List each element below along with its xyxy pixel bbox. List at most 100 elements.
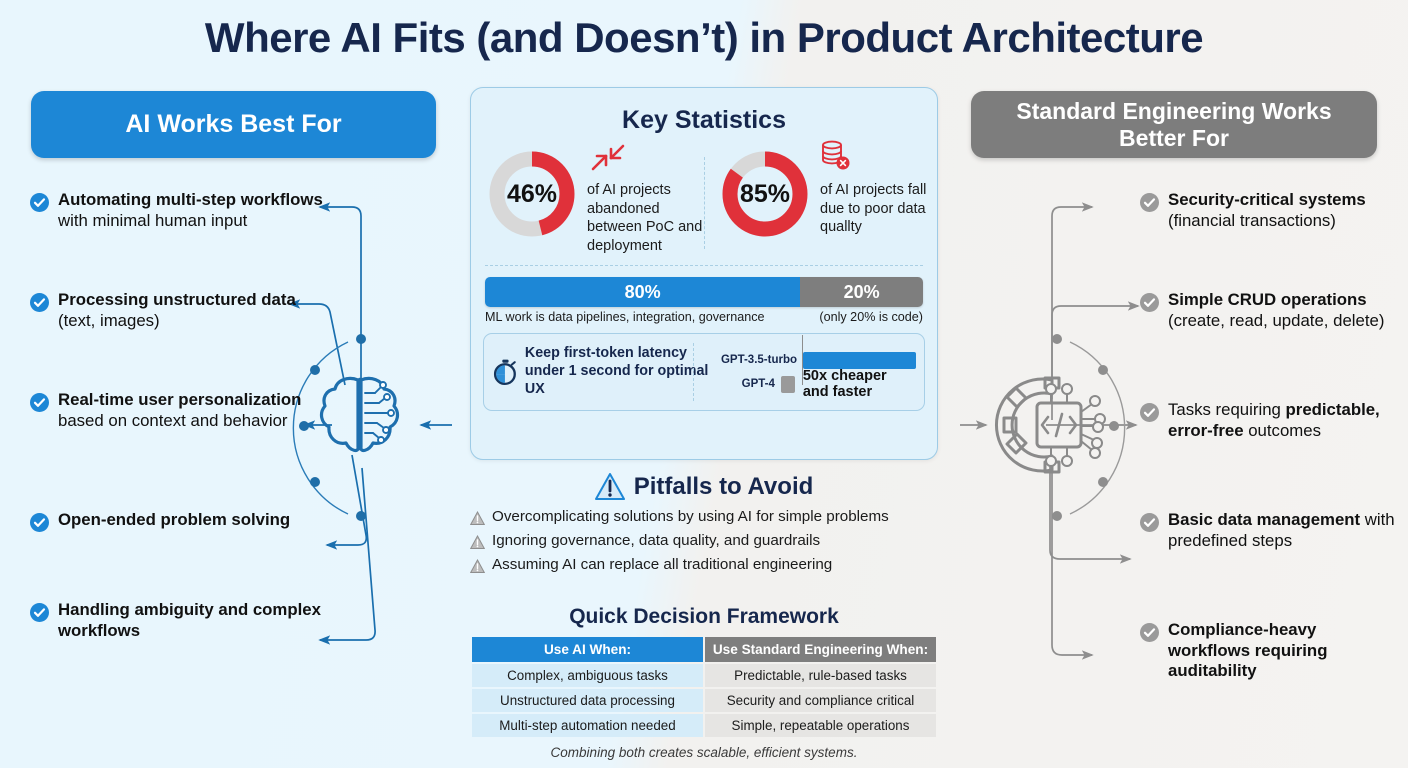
pitfalls-list: Overcomplicating solutions by using AI f… (470, 508, 938, 574)
pitfalls-section: Pitfalls to Avoid Overcomplicating solut… (470, 472, 938, 574)
list-item-label: Security-critical systems (financial tra… (1168, 190, 1366, 230)
page-title: Where AI Fits (and Doesn’t) in Product A… (204, 14, 1204, 61)
donut-chart-46: 46% (485, 147, 579, 241)
pitfall-text: Ignoring governance, data quality, and g… (492, 532, 821, 549)
model-note: 50x cheaper and faster (802, 367, 887, 401)
list-item[interactable]: Tasks requiring predictable, error-free … (1140, 400, 1402, 441)
left-column-header: AI Works Best For (31, 91, 436, 158)
split-bar-left-label: 80% (485, 277, 801, 308)
pitfalls-title: Pitfalls to Avoid (633, 473, 814, 500)
list-item-label: Real-time user personalization based on … (58, 390, 302, 430)
list-item[interactable]: Compliance-heavy workflows requiring aud… (1140, 620, 1402, 682)
latency-text: Keep first-token latency under 1 second … (524, 345, 709, 398)
stat-card-0: 46% of AI projects abandoned between PoC… (471, 144, 704, 255)
list-item-label: Processing unstructured data (text, imag… (58, 290, 296, 330)
list-item[interactable]: Simple CRUD operations (create, read, up… (1140, 290, 1402, 331)
database-error-icon (822, 140, 850, 170)
table-cell-std: Predictable, rule-based tasks (705, 664, 936, 687)
decision-framework-section: Quick Decision Framework Use AI When: Us… (470, 605, 938, 739)
stats-row: 46% of AI projects abandoned between PoC… (471, 140, 937, 255)
model-row-1: GPT-4 50x cheaper and faster (718, 368, 916, 401)
list-item[interactable]: Security-critical systems (financial tra… (1140, 190, 1402, 231)
standard-engineering-gear-icon (982, 330, 1132, 526)
table-header-ai: Use AI When: (472, 637, 703, 662)
right-column-header: Standard Engineering Works Better For (971, 91, 1377, 158)
model-comparison: GPT-3.5-turbo GPT-4 50x cheaper and fast… (718, 335, 916, 401)
pitfall-item: Assuming AI can replace all traditional … (470, 556, 938, 574)
check-circle-icon (1140, 623, 1159, 642)
stopwatch-icon (493, 359, 516, 386)
check-circle-icon (1140, 193, 1159, 212)
list-item[interactable]: Automating multi-step workflows with min… (30, 190, 330, 231)
ai-brain-icon (286, 330, 436, 526)
decision-framework-table: Use AI When: Use Standard Engineering Wh… (470, 635, 938, 739)
pitfall-item: Overcomplicating solutions by using AI f… (470, 508, 938, 526)
key-statistics-title: Key Statistics (622, 106, 786, 134)
list-item-label: Tasks requiring predictable, error-free … (1168, 400, 1380, 440)
donut-chart-85: 85% (718, 147, 812, 241)
warning-small-icon (470, 559, 485, 573)
list-item-label: Simple CRUD operations (create, read, up… (1168, 290, 1385, 330)
table-cell-std: Simple, repeatable operations (705, 714, 936, 737)
left-column-header-label: AI Works Best For (125, 110, 342, 139)
stat-text-1: of AI projects fall due to poor data qua… (820, 182, 927, 236)
check-circle-icon (30, 193, 49, 212)
check-circle-icon (30, 603, 49, 622)
model-bar-0 (803, 351, 916, 369)
list-item[interactable]: Processing unstructured data (text, imag… (30, 290, 330, 331)
right-column-header-label: Standard Engineering Works Better For (1016, 98, 1332, 151)
list-item[interactable]: Basic data management with predefined st… (1140, 510, 1402, 551)
check-circle-icon (1140, 293, 1159, 312)
table-cell-ai: Multi-step automation needed (472, 714, 703, 737)
panel-divider (485, 265, 923, 267)
model-name-0: GPT-3.5-turbo (720, 354, 797, 367)
warning-small-icon (470, 511, 485, 525)
latency-card: Keep first-token latency under 1 second … (483, 333, 925, 412)
latency-divider (693, 343, 694, 402)
stat-text-0: of AI projects abandoned between PoC and… (587, 182, 703, 254)
list-item-label: Compliance-heavy workflows requiring aud… (1168, 620, 1328, 681)
list-item[interactable]: Handling ambiguity and complex workflows (30, 600, 330, 641)
donut-value-85: 85% (739, 179, 791, 208)
split-bar-left-caption: ML work is data pipelines, integration, … (485, 310, 765, 325)
check-circle-icon (30, 513, 49, 532)
list-item-label: Open-ended problem solving (58, 510, 291, 529)
table-header-row: Use AI When: Use Standard Engineering Wh… (472, 637, 936, 662)
list-item[interactable]: Real-time user personalization based on … (30, 390, 330, 431)
model-name-1: GPT-4 (741, 378, 775, 391)
check-circle-icon (30, 393, 49, 412)
framework-title: Quick Decision Framework (569, 605, 839, 628)
arrows-collapse-icon (591, 144, 625, 171)
check-circle-icon (1140, 513, 1159, 532)
table-cell-ai: Complex, ambiguous tasks (472, 664, 703, 687)
split-bar-right-caption: (only 20% is code) (819, 310, 923, 325)
warning-small-icon (470, 535, 485, 549)
model-axis (802, 335, 803, 386)
model-bar-1 (781, 375, 795, 393)
footnote: Combining both creates scalable, efficie… (550, 745, 858, 760)
split-bar-right-label: 20% (800, 277, 923, 308)
stats-divider (704, 157, 705, 250)
list-item-label: Handling ambiguity and complex workflows (58, 600, 321, 640)
split-bar-captions: ML work is data pipelines, integration, … (485, 310, 923, 324)
pitfall-text: Assuming AI can replace all traditional … (492, 556, 833, 573)
list-item-label: Automating multi-step workflows with min… (58, 190, 323, 230)
check-circle-icon (30, 293, 49, 312)
split-bar-80-20: 80% 20% (485, 277, 923, 308)
table-cell-std: Security and compliance critical (705, 689, 936, 712)
pitfall-item: Ignoring governance, data quality, and g… (470, 532, 938, 550)
pitfalls-header: Pitfalls to Avoid (470, 472, 938, 502)
key-statistics-panel: Key Statistics 46% (470, 87, 938, 460)
model-row-0: GPT-3.5-turbo (718, 335, 916, 386)
list-item-label: Basic data management with predefined st… (1168, 510, 1395, 550)
donut-value-46: 46% (506, 179, 558, 208)
list-item[interactable]: Open-ended problem solving (30, 510, 290, 532)
table-cell-ai: Unstructured data processing (472, 689, 703, 712)
check-circle-icon (1140, 403, 1159, 422)
table-header-std: Use Standard Engineering When: (705, 637, 936, 662)
stat-card-1: 85% of AI projects fall due to poor da (704, 140, 937, 255)
pitfall-text: Overcomplicating solutions by using AI f… (492, 508, 889, 525)
